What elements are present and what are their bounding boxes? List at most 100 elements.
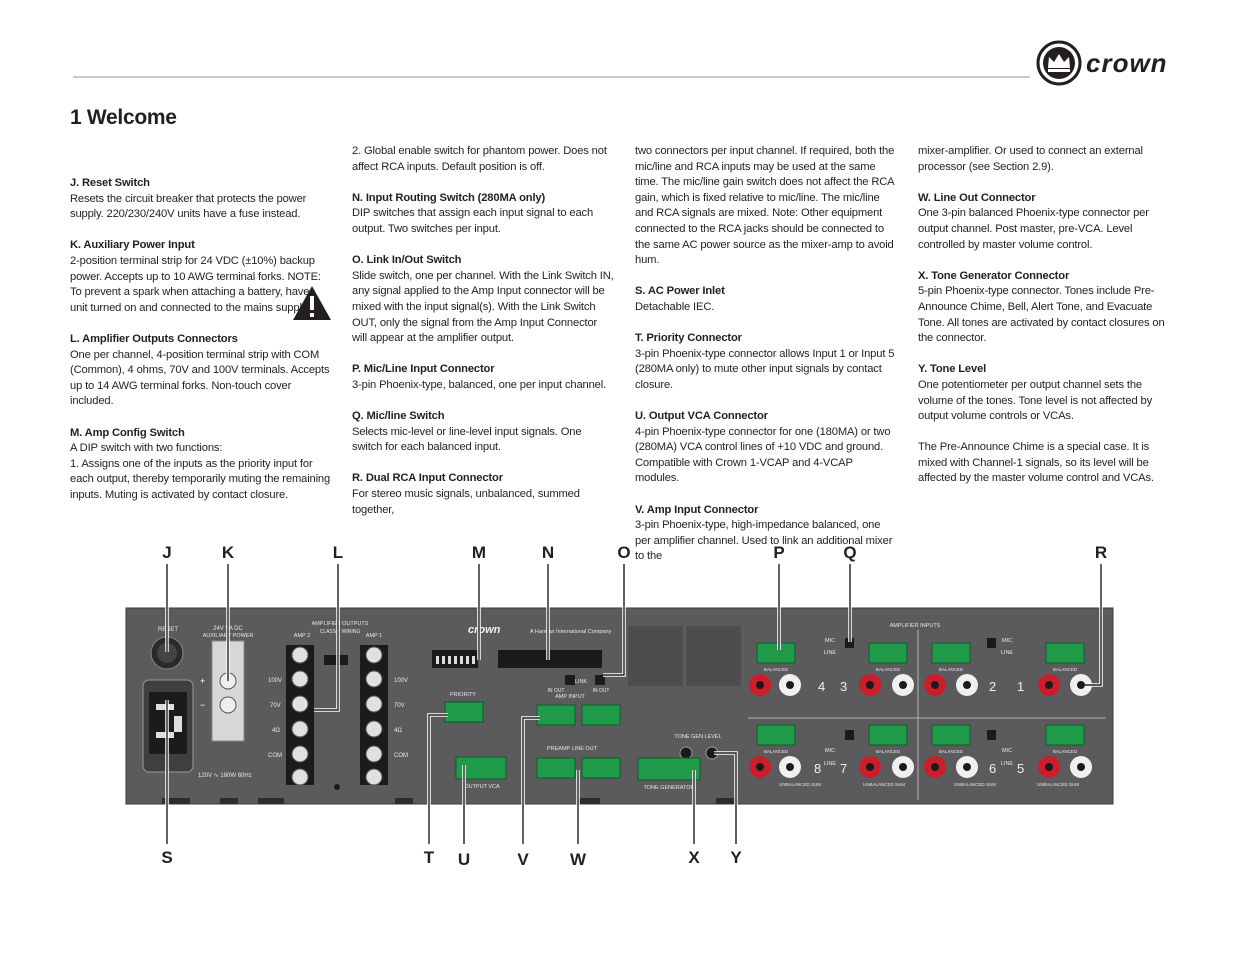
mic-line-switch-8: MIC LINE [824,730,854,767]
svg-text:−: − [200,700,205,710]
section-heading: T. Priority Connector [635,332,742,345]
callout-m: M [471,543,487,562]
section-body: A DIP switch with two functions: [70,442,223,455]
brand-wordmark: crown [1086,48,1168,78]
callout-v: V [517,850,529,869]
svg-text:LINE: LINE [824,650,837,656]
svg-text:BALANCED: BALANCED [764,749,789,754]
section-body: 3-pin Phoenix-type connector allows Inpu… [635,347,895,391]
svg-text:AMP INPUT: AMP INPUT [555,694,585,700]
svg-text:COM: COM [268,753,282,759]
section-body: 3-pin Phoenix-type, high-impedance balan… [635,519,893,563]
mic-line-switch-1: MIC LINE [987,638,1013,656]
section-heading: U. Output VCA Connector [635,410,768,423]
section-body: One per channel, 4-position terminal str… [70,348,330,408]
priority-connector [444,701,484,723]
section-heading: M. Amp Config Switch [70,426,185,439]
input-block-5: BALANCED 5 UNBALANCED SUM [1017,724,1092,787]
svg-text:MIC: MIC [825,748,835,754]
svg-text:1: 1 [1017,679,1024,694]
section-lead: mixer-amplifier. Or used to connect an e… [918,145,1143,173]
callout-x: X [688,848,700,867]
input-block-6: BALANCED 6 UNBALANCED SUM [924,724,996,787]
tone-level-knob-1 [679,746,693,760]
section-heading: W. Line Out Connector [918,191,1036,204]
section-heading: N. Input Routing Switch (280MA only) [352,191,546,204]
svg-text:TONE GEN LEVEL: TONE GEN LEVEL [674,734,721,740]
section-heading: S. AC Power Inlet [635,285,725,298]
svg-text:LINK: LINK [575,679,588,685]
section-heading: K. Auxiliary Power Input [70,239,195,252]
section-heading: R. Dual RCA Input Connector [352,472,503,485]
section-body-extra: 1. Assigns one of the inputs as the prio… [70,457,331,501]
amp-input-connector-1 [581,704,621,726]
crown-logo: crown [1036,40,1186,88]
section-body: For stereo music signals, unbalanced, su… [352,488,580,516]
svg-text:PREAMP LINE OUT: PREAMP LINE OUT [547,746,598,752]
section-body: DIP switches that assign each input sign… [352,207,594,235]
svg-text:OUTPUT VCA: OUTPUT VCA [464,784,500,790]
svg-text:BALANCED: BALANCED [1053,667,1078,672]
svg-text:AMP 2: AMP 2 [294,633,310,639]
section-heading: Q. Mic/line Switch [352,410,445,423]
svg-text:5: 5 [1017,761,1024,776]
mains-label: 120V ∿ 180W 60Hz [198,773,252,779]
section-heading: Y. Tone Level [918,363,987,376]
svg-text:2: 2 [989,679,996,694]
section-body: 2-position terminal strip for 24 VDC (±1… [70,254,321,314]
section-body: One potentiometer per output channel set… [918,378,1153,423]
mic-line-switch-4: MIC LINE [824,638,854,656]
svg-text:IN OUT: IN OUT [593,688,610,694]
mic-line-switch-5: MIC LINE [987,730,1013,767]
section-body: Selects mic-level or line-level input si… [352,425,582,454]
svg-text:UNBALANCED SUM: UNBALANCED SUM [954,782,996,787]
svg-text:LINE: LINE [1001,650,1014,656]
svg-text:+: + [200,676,205,686]
section-heading: X. Tone Generator Connector [918,269,1070,282]
input-block-4: BALANCED 4 [749,642,825,696]
svg-text:7: 7 [840,761,847,776]
callout-u: U [457,850,471,869]
callout-o: O [617,543,631,562]
page-title: 1 Welcome [70,106,177,129]
svg-text:COM: COM [394,753,408,759]
callout-j: J [162,543,172,562]
amp-input-connector-2 [536,704,576,726]
svg-text:100V: 100V [268,678,282,684]
amp1-terminal [360,645,388,785]
svg-text:UNBALANCED SUM: UNBALANCED SUM [863,782,905,787]
callout-p: P [773,543,785,562]
input-routing-switch [498,650,602,668]
line-out-connector-1 [581,757,621,779]
callout-w: W [569,850,587,869]
line-out-connector-2 [536,757,576,779]
svg-text:BALANCED: BALANCED [1053,749,1078,754]
input-block-3: BALANCED 3 [840,642,914,696]
section-body: 4-pin Phoenix-type connector for one (18… [635,425,891,485]
input-block-2: BALANCED 2 [924,642,996,696]
svg-text:AMPLIFIER INPUTS: AMPLIFIER INPUTS [890,623,941,629]
svg-text:4Ω: 4Ω [394,728,402,734]
section-body: One 3-pin balanced Phoenix-type connecto… [918,207,1149,251]
svg-text:4Ω: 4Ω [272,728,280,734]
svg-text:LINE: LINE [824,761,837,767]
svg-text:MIC: MIC [1002,748,1012,754]
section-body: Resets the circuit breaker that protects… [70,192,307,221]
text-column-3: two connectors per input channel. If req… [635,144,897,581]
section-lead: 2. Global enable switch for phantom powe… [352,145,607,173]
svg-text:IN OUT: IN OUT [548,688,565,694]
callout-s: S [161,848,173,867]
callout-n: N [541,543,555,562]
svg-text:BALANCED: BALANCED [764,667,789,672]
callout-t: T [423,848,435,867]
svg-text:6: 6 [989,761,996,776]
amp2-terminal [286,645,314,785]
text-column-4: mixer-amplifier. Or used to connect an e… [918,144,1180,503]
tone-generator-connector [637,757,701,781]
svg-text:4: 4 [818,679,825,694]
warning-icon [293,286,331,320]
section-body: Detachable IEC. [635,300,715,313]
svg-text:8: 8 [814,761,821,776]
svg-text:100V: 100V [394,678,408,684]
